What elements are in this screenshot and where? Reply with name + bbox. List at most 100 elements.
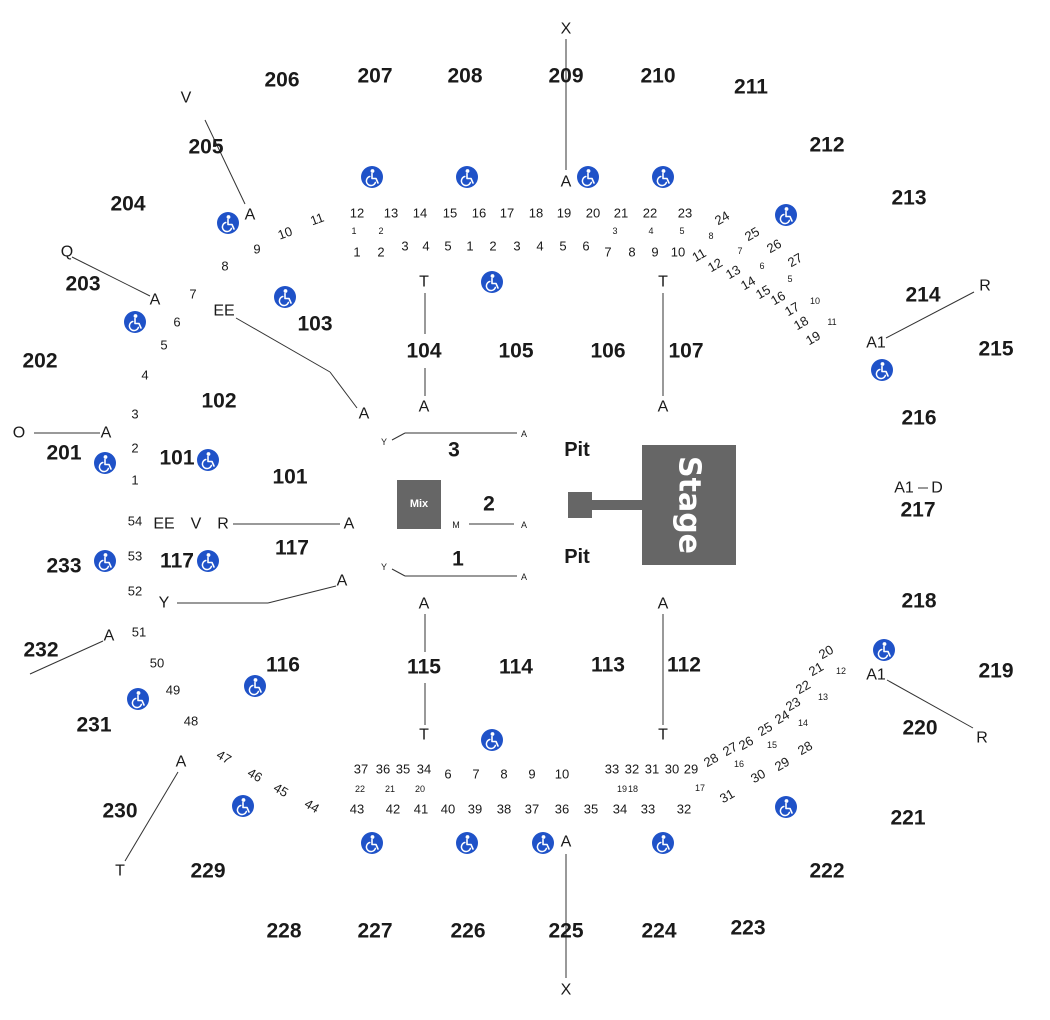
row-mini-label: 6 [759,261,764,271]
row-label: 22 [793,677,813,697]
section-204: 204 [110,193,145,216]
wheelchair-icon [651,831,675,855]
row-label: 8 [628,245,635,260]
aisle-label: A [521,520,527,530]
row-label: 31 [645,762,659,777]
section-223: 223 [730,917,765,940]
wheelchair-icon [93,549,117,573]
aisle-label: A [419,596,430,613]
row-label: 20 [816,642,836,662]
row-label: 31 [717,786,737,806]
row-label: 21 [806,659,826,679]
row-label: 42 [386,802,400,817]
row-label: 35 [584,802,598,817]
row-label: 53 [128,549,142,564]
section-207: 207 [357,65,392,88]
row-label: 54 [128,514,142,529]
row-label: 17 [500,206,514,221]
aisle-label: A [561,834,572,851]
row-mini-label: 11 [827,317,836,327]
stage-runway-end [568,492,592,518]
row-label: 13 [723,262,743,282]
row-mini-label: 21 [385,784,395,794]
row-label: 9 [651,245,658,260]
row-mini-label: 2 [378,226,383,236]
row-label: 25 [755,719,775,739]
row-label: 28 [701,750,721,770]
row-label: 6 [444,767,451,782]
row-mini-label: 5 [679,226,684,236]
row-mini-label: 4 [648,226,653,236]
row-label: 23 [783,694,803,714]
row-label: 43 [350,802,364,817]
row-label: 5 [559,239,566,254]
row-label: 3 [131,407,138,422]
row-label: 44 [302,796,322,816]
row-mini-label: 19 [617,784,627,794]
row-label: 15 [753,282,773,302]
row-label: 12 [705,255,725,275]
section-218: 218 [901,590,936,613]
row-label: 28 [795,738,815,758]
row-mini-label: 20 [415,784,425,794]
row-mini-label: 1 [351,226,356,236]
mix-label: Mix [410,498,429,510]
aisle-label: A [521,429,527,439]
row-label: 10 [276,223,295,242]
row-label: 4 [536,239,543,254]
row-label: 48 [184,714,198,729]
wheelchair-icon [126,687,150,711]
wheelchair-icon [360,165,384,189]
floor-section-3: 3 [448,439,460,462]
section-216: 216 [901,407,936,430]
stage-label: Stage [672,456,707,554]
aisle-label: A [245,207,256,224]
row-label: 19 [803,328,823,348]
row-label: 20 [586,206,600,221]
wheelchair-icon [480,270,504,294]
row-label: 16 [768,288,788,308]
section-210: 210 [640,65,675,88]
floor-section-2: 2 [483,493,495,516]
row-label: 7 [604,245,611,260]
row-label: 4 [141,368,148,383]
section-221: 221 [890,807,925,830]
section-101-label: 101 [159,447,194,470]
row-label: 3 [401,239,408,254]
row-mini-label: 5 [787,274,792,284]
section-205: 205 [188,136,223,159]
row-label: 1 [131,473,138,488]
aisle-label: EE [153,516,174,533]
wheelchair-icon [774,795,798,819]
wheelchair-icon [231,794,255,818]
row-label: 1 [353,245,360,260]
aisle-label: A1 [866,335,886,352]
row-label: 35 [396,762,410,777]
row-label: 37 [354,762,368,777]
wheelchair-icon [455,831,479,855]
row-mini-label: 16 [734,759,744,769]
aisle-label: A [521,572,527,582]
row-label: 24 [772,707,792,727]
row-label: 52 [128,584,142,599]
aisle-label: Q [61,244,73,261]
row-label: 36 [555,802,569,817]
row-label: 37 [525,802,539,817]
row-mini-label: 15 [767,740,777,750]
row-label: 41 [414,802,428,817]
section-113: 113 [591,654,625,677]
stage[interactable] [642,445,736,565]
row-label: 26 [736,733,756,753]
row-mini-label: 22 [355,784,365,794]
section-208: 208 [447,65,482,88]
row-label: 36 [376,762,390,777]
row-label: 23 [678,206,692,221]
row-mini-label: 3 [612,226,617,236]
row-label: 18 [529,206,543,221]
mix-position[interactable] [397,480,441,529]
section-203: 203 [65,273,100,296]
row-label: 26 [764,236,784,256]
